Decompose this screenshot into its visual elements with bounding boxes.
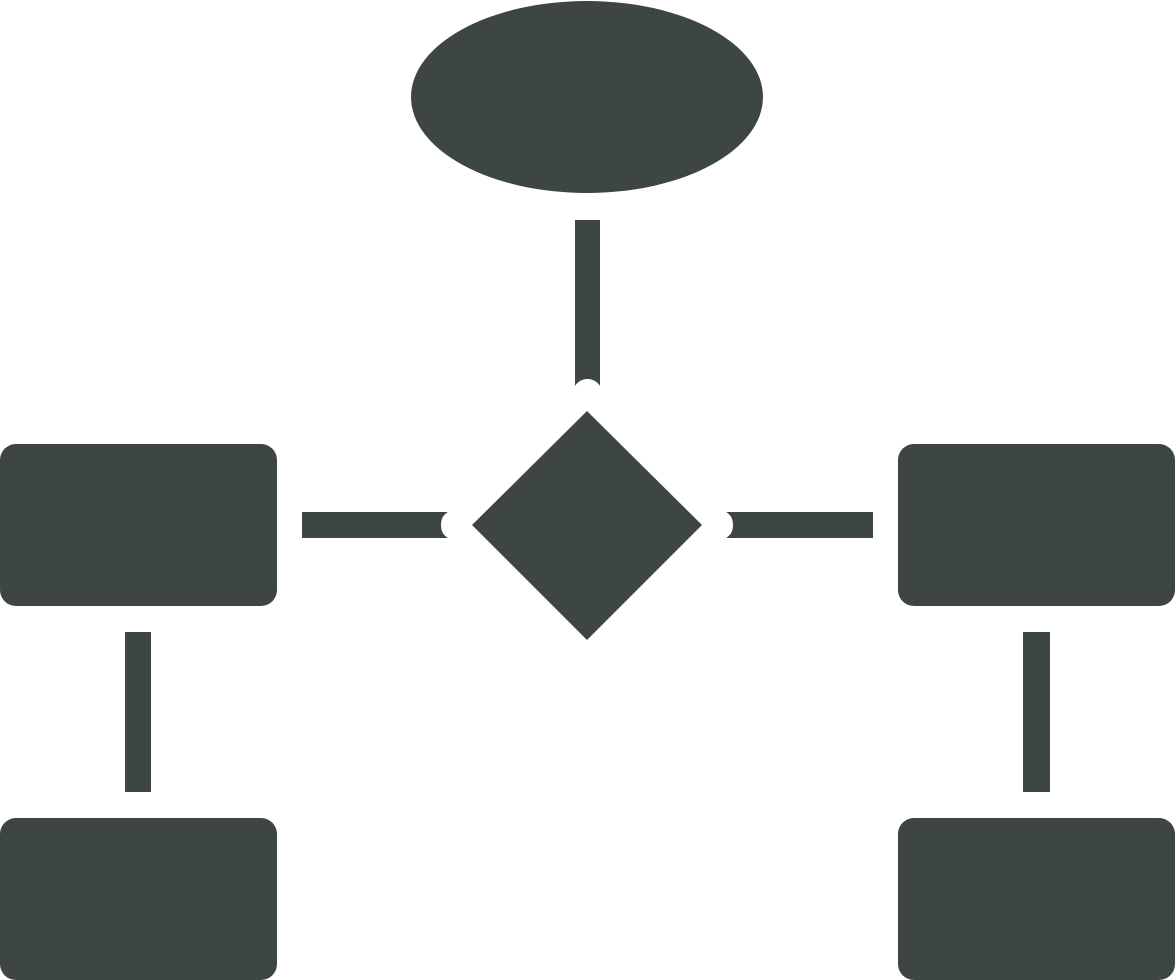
connector-left-to-bottom-left <box>125 632 151 792</box>
connector-right-to-bottom-right <box>1023 632 1050 792</box>
connector-start-to-decision <box>575 220 600 386</box>
left-process-box <box>0 444 277 606</box>
bottom-left-process-box <box>0 818 277 980</box>
connector-decision-to-right <box>726 512 873 538</box>
connector-decision-to-left <box>302 512 448 538</box>
start-ellipse-node <box>411 1 763 193</box>
decision-diamond-node <box>472 411 702 640</box>
right-process-box <box>898 444 1175 606</box>
bottom-right-process-box <box>898 818 1175 980</box>
